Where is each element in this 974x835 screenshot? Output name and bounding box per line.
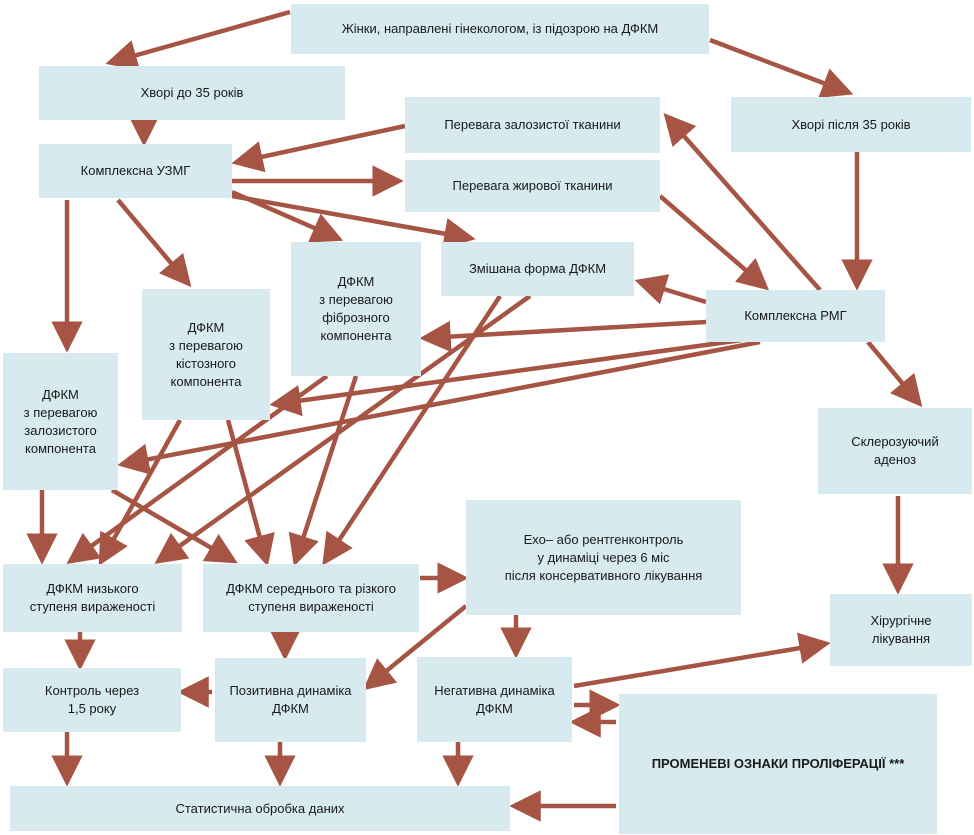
node-positive-dynamics: Позитивна динаміка ДФКМ bbox=[215, 658, 366, 742]
arrow-rmg-cystic bbox=[269, 337, 743, 417]
node-fibrous: ДФКМ з перевагою фіброзного компонента bbox=[291, 242, 421, 376]
arrow-fibrous-medium bbox=[288, 375, 359, 567]
node-sclerosing-adenosis: Склерозуючий аденоз bbox=[818, 408, 972, 494]
arrow-fatty-rmg bbox=[658, 194, 770, 291]
arrow-glandcomp-medium bbox=[110, 488, 238, 564]
arrow-negative-surgery bbox=[573, 632, 831, 689]
arrow-women-over35 bbox=[709, 37, 854, 98]
arrow-rmg-fibrous bbox=[419, 319, 707, 353]
node-uzmg: Комплексна УЗМГ bbox=[39, 144, 232, 198]
node-mixed: Змішана форма ДФКМ bbox=[441, 242, 634, 296]
arrow-rmg-sclerosing bbox=[866, 340, 923, 408]
arrow-echo-positive bbox=[362, 604, 468, 691]
node-proliferation: ПРОМЕНЕВІ ОЗНАКИ ПРОЛІФЕРАЦІЇ *** bbox=[619, 694, 937, 834]
node-echo-control: Ехо– або рентгенконтроль у динаміці чере… bbox=[466, 500, 741, 615]
arrow-uzmg-mixed bbox=[231, 193, 476, 250]
arrow-cystic-low bbox=[98, 418, 182, 566]
arrow-uzmg-cystic bbox=[116, 198, 192, 288]
arrow-rmg-mixed bbox=[634, 274, 707, 305]
node-control: Контроль через 1,5 року bbox=[3, 668, 181, 732]
node-low-severity: ДФКМ низького ступеня вираженості bbox=[3, 564, 182, 632]
node-glandular-tissue: Перевага залозистої тканини bbox=[405, 97, 660, 153]
node-cystic: ДФКМ з перевагою кістозного компонента bbox=[142, 289, 270, 420]
node-rmg: Комплексна РМГ bbox=[706, 290, 885, 342]
arrow-women-under35 bbox=[105, 9, 291, 71]
node-women: Жінки, направлені гінекологом, із підозр… bbox=[291, 4, 709, 54]
node-glandular-component: ДФКМ з перевагою залозистого компонента bbox=[3, 353, 118, 490]
arrow-glandular-uzmg bbox=[231, 123, 406, 173]
node-under35: Хворі до 35 років bbox=[39, 66, 345, 120]
arrow-fibrous-low bbox=[66, 374, 329, 564]
arrow-mixed-medium bbox=[322, 294, 502, 566]
node-statistics: Статистична обробка даних bbox=[10, 786, 510, 831]
arrow-rmg-glandular bbox=[663, 112, 822, 292]
node-surgery: Хірургічне лікування bbox=[830, 594, 972, 666]
node-medium-severity: ДФКМ середнього та різкого ступеня вираж… bbox=[203, 564, 419, 632]
node-over35: Хворі після 35 років bbox=[731, 97, 971, 152]
arrow-cystic-medium bbox=[225, 419, 275, 567]
node-fatty-tissue: Перевага жирової тканини bbox=[405, 160, 660, 212]
node-negative-dynamics: Негативна динаміка ДФКМ bbox=[417, 657, 572, 742]
